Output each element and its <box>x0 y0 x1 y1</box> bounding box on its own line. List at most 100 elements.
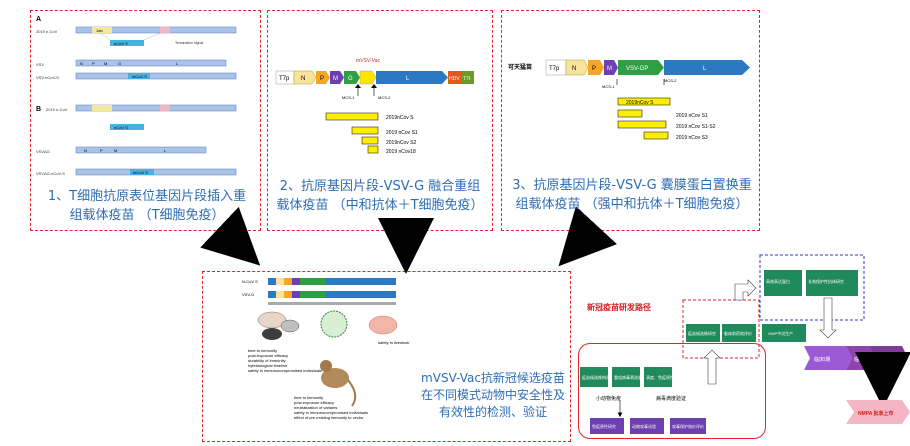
diagram-label: P <box>100 148 103 153</box>
diagram-label: nCoV S <box>114 125 128 130</box>
box-b <box>612 367 640 387</box>
diagram-label: Termination signal <box>175 41 203 45</box>
black-mouse-icon <box>262 328 282 340</box>
diagram-label: NMPA 批准上市 <box>858 410 894 417</box>
diagram-label: 2019nCov S <box>626 100 654 106</box>
diagram-label: 动物攻毒试验 <box>632 423 656 429</box>
panel3-caption: 3、抗原基因片段-VSV-G 囊膜蛋白置换重组载体疫苗 （强中和抗体＋T细胞免疫… <box>512 178 752 212</box>
diagram-label: nCoV S <box>114 41 128 46</box>
panel-t-cell-epitope <box>30 10 261 231</box>
diagram-label: 2019nCov S2 <box>386 140 417 146</box>
box-e <box>630 418 664 434</box>
diagram-label: N <box>572 66 576 72</box>
diagram-label: M <box>114 148 117 153</box>
diagram-label: 高效表达蛋白 <box>766 278 790 284</box>
diagram-label: MCS-1 <box>602 84 615 89</box>
diagram-label: L <box>703 66 707 72</box>
diagram-label: N-CoV S <box>242 279 258 284</box>
box-d <box>590 418 624 434</box>
diagram-label: 长效保护性抗体研究 <box>808 278 844 284</box>
diagram-label: hybridological timeline <box>248 363 288 368</box>
mouse-icon <box>280 319 300 333</box>
diagram-label: 临床II期 <box>854 356 872 363</box>
monkey-icon <box>321 368 349 388</box>
diagram-label: MCS-1 <box>342 95 355 100</box>
diagram-label: GMP中试生产 <box>768 330 793 336</box>
diagram-label: N <box>301 76 305 82</box>
diagram-label: 1ab <box>96 28 103 33</box>
diagram-label: 临床前药效评价 <box>724 330 752 336</box>
panel1-genome-maps: A 2019 n-CoV 1ab nCoV S Termination sign… <box>36 16 237 176</box>
diagram-label: T7t <box>463 76 471 82</box>
label-b: B <box>36 106 41 113</box>
diagram-label: G <box>348 76 353 82</box>
diagram-label: mCoV S <box>133 170 148 175</box>
diagram-label: 免疫原性研究 <box>592 423 616 429</box>
diagram-label: M <box>104 61 107 66</box>
diagram-label: 2019 nCov S3 <box>676 135 708 141</box>
diagram-label: 2019nCov S <box>386 115 414 121</box>
diagram-label: L <box>164 148 167 153</box>
diagram-label: time to immunity <box>294 395 323 400</box>
diagram-label: M <box>333 76 338 82</box>
box-h <box>722 324 756 342</box>
diagram-label: safety in immunocompromised individuals <box>248 368 322 373</box>
diagram-label: 滴度、免疫原性 <box>646 374 674 380</box>
diagram-label: 2019 nCov S1 <box>676 113 708 119</box>
diagram-label: 2019 nCov S1 <box>386 130 418 136</box>
diagram-label: P <box>92 61 95 66</box>
panel2-construct: mVSV-Vac T7p N P M G L HDV T7t MCS-1 MCS… <box>275 58 474 155</box>
row3-label: VSV-nCoV-S <box>36 75 59 80</box>
row1-label: 2019 n-CoV <box>36 29 58 34</box>
box-k <box>806 270 858 296</box>
diagram-label: mCoV S <box>132 74 147 79</box>
box-g <box>686 324 720 342</box>
diagram-label: 小动物免疫 <box>596 395 621 402</box>
diagram-label: post-exposure efficacy <box>248 353 288 358</box>
box-f <box>670 418 706 434</box>
diagram-label: 临床III期 <box>877 356 896 363</box>
diagram-label: L <box>176 61 179 66</box>
panel3-title: 可天猛苗 <box>508 63 532 71</box>
diagram-label: HDV <box>449 76 460 82</box>
label-a: A <box>36 16 41 23</box>
diagram-label: safety in immunocompromised individuals <box>294 410 368 415</box>
path-title: 新冠疫苗研发路径 <box>587 302 651 312</box>
diagram-label: 疫苗候选株构建 <box>582 374 610 380</box>
panel1-caption: 1、T细胞抗原表位基因片段插入重组载体疫苗 （T细胞免疫） <box>47 189 247 223</box>
diagram-label: L <box>406 76 410 82</box>
box-j <box>764 270 802 296</box>
diagram-label: effect of pre-existing immunity to vecto… <box>294 415 364 420</box>
diagram-label: 2019 nCov S1-S2 <box>676 124 716 130</box>
box-c <box>644 367 672 387</box>
panel5-path: 新冠疫苗研发路径 疫苗候选株构建 重组病毒筛选鉴定 滴度、免疫原性 小动物免疫 … <box>580 254 910 434</box>
diagram-label: MCS-2 <box>664 78 677 83</box>
diagram-label: 病毒滴度验证 <box>656 395 686 402</box>
diagram-label: post-exposure efficacy <box>294 400 334 405</box>
diagram-label: P <box>320 76 324 82</box>
flow-arrows <box>200 206 618 274</box>
row6-label: VSVΔG-nCoV-S <box>36 171 65 176</box>
panel-envelope-replacement <box>501 10 760 231</box>
diagram-label: 重组病毒筛选鉴定 <box>614 374 646 380</box>
panel2-caption: 2、抗原基因片段-VSV-G 融合重组载体疫苗 （中和抗体＋T细胞免疫） <box>276 179 484 213</box>
diagram-label: neutralization of variants <box>294 405 337 410</box>
box-a <box>580 367 608 387</box>
phase1-chevron <box>804 346 852 370</box>
diagram-label: T7p <box>279 76 290 82</box>
diagram-label: 疫苗候选株研究 <box>688 330 716 336</box>
diagram-label: 临床I期 <box>814 356 830 363</box>
diagram-label: MCS-2 <box>378 95 391 100</box>
diagram-label: 2019 n-CoV <box>46 107 68 112</box>
diagram-label: 2019 nCov18 <box>386 149 416 155</box>
diagram-label: durability of immunity <box>248 358 286 363</box>
mvsv-label: mVSV-Vac <box>356 58 381 64</box>
row2-label: VSV <box>36 62 44 67</box>
box-i <box>762 324 806 342</box>
diagram-label: T7p <box>549 66 560 72</box>
panel3-construct: 可天猛苗 T7p N P M VSV-GP L MCS-1 MCS-2 2019… <box>508 59 750 141</box>
panel4-animal-models: N-CoV S VSV-G safety in livestock time t… <box>242 278 409 420</box>
virus-icon <box>320 310 348 338</box>
pig-icon <box>368 315 398 335</box>
